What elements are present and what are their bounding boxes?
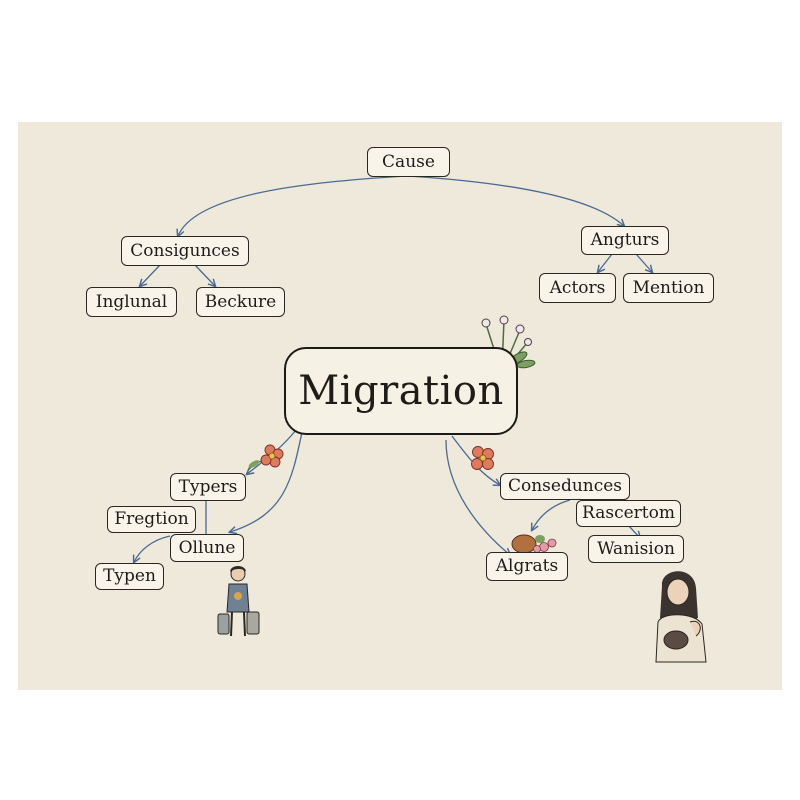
node-migration[interactable]: Migration — [284, 347, 518, 435]
basket-of-flowers-icon — [511, 534, 557, 554]
node-inglunal-label: Inglunal — [95, 291, 168, 312]
node-inglunal[interactable]: Inglunal — [86, 287, 177, 317]
node-migration-label: Migration — [298, 368, 504, 414]
node-mention-label: Mention — [632, 277, 705, 298]
node-beckure-label: Beckure — [204, 291, 277, 312]
node-beckure[interactable]: Beckure — [196, 287, 285, 317]
node-consequences[interactable]: Consigunces — [121, 236, 249, 266]
node-typen[interactable]: Typen — [95, 563, 164, 590]
node-ollune[interactable]: Ollune — [170, 534, 244, 562]
node-consequences-label: Consigunces — [130, 240, 240, 261]
node-fregtion-label: Fregtion — [114, 509, 189, 529]
node-mention[interactable]: Mention — [623, 273, 714, 303]
red-flower-icon — [471, 446, 494, 470]
node-typen-label: Typen — [103, 566, 156, 586]
node-consedunces-label: Consedunces — [507, 476, 623, 496]
node-wanision[interactable]: Wanision — [588, 535, 684, 563]
node-wanision-label: Wanision — [597, 538, 675, 559]
node-cause-label: Cause — [382, 151, 435, 172]
node-actors-label: Actors — [549, 277, 606, 298]
woman-with-pet-icon — [655, 571, 707, 663]
node-actors[interactable]: Actors — [539, 273, 616, 303]
node-cause[interactable]: Cause — [367, 147, 450, 177]
node-algrats-label: Algrats — [495, 556, 559, 576]
red-flower-icon — [247, 444, 284, 471]
node-typers[interactable]: Typers — [170, 473, 246, 501]
node-typers-label: Typers — [178, 476, 238, 497]
node-consedunces[interactable]: Consedunces — [500, 473, 630, 500]
node-rascertom[interactable]: Rascertom — [576, 500, 681, 527]
node-algrats[interactable]: Algrats — [486, 552, 568, 581]
node-angturs[interactable]: Angturs — [581, 226, 669, 255]
node-ollune-label: Ollune — [178, 537, 236, 558]
traveler-with-luggage-icon — [217, 566, 260, 637]
node-fregtion[interactable]: Fregtion — [107, 506, 196, 533]
node-rascertom-label: Rascertom — [582, 503, 675, 523]
node-angturs-label: Angturs — [590, 230, 660, 250]
